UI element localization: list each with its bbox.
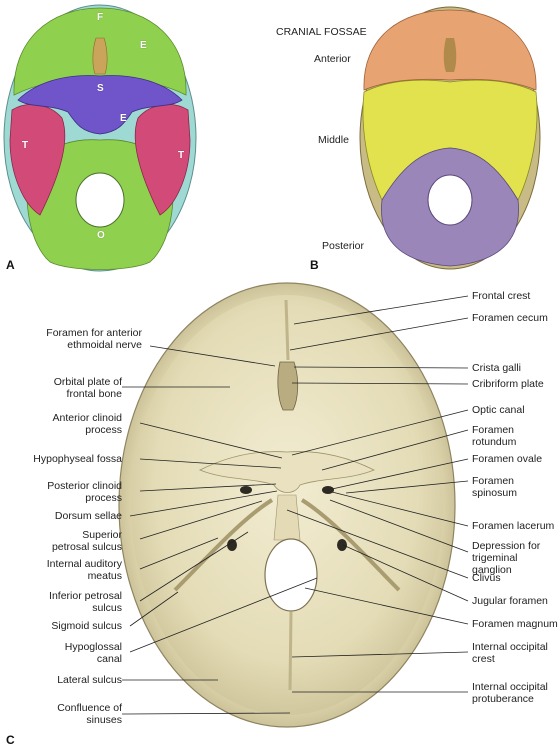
leader-sigmoid-sulcus: [129, 591, 179, 627]
panel-c-right-leaders: [286, 295, 469, 693]
label-inferior-petrosal: Inferior petrosal sulcus: [49, 590, 122, 614]
label-confluence-sinuses: Confluence of sinuses: [57, 702, 122, 726]
label-cribriform-plate: Cribriform plate: [472, 378, 544, 390]
label-orbital-plate: Orbital plate of frontal bone: [53, 376, 122, 400]
label-internal-auditory: Internal auditory meatus: [46, 558, 122, 582]
fossa-posterior-label: Posterior: [322, 240, 365, 252]
label-frontal-crest: Frontal crest: [472, 290, 531, 302]
leader-crista-galli: [293, 366, 469, 369]
bone-letter-temporal-left: T: [22, 140, 29, 151]
leader-inferior-petrosal: [139, 531, 249, 602]
leader-cribriform-plate: [291, 382, 469, 385]
label-foramen-cecum: Foramen cecum: [472, 312, 548, 324]
leader-internal-auditory: [139, 537, 219, 570]
label-optic-canal: Optic canal: [472, 404, 525, 416]
label-anterior-clinoid: Anterior clinoid process: [52, 412, 122, 436]
panel-c-skull-photo: [118, 282, 456, 728]
label-dorsum-sellae: Dorsum sellae: [54, 510, 122, 522]
label-hypoglossal-canal: Hypoglossal canal: [64, 641, 122, 665]
bone-letter-sphenoid: S: [97, 83, 104, 94]
fossae-title: CRANIAL FOSSAE: [276, 26, 367, 38]
label-foramen-spinosum: Foramen spinosum: [472, 475, 517, 499]
panel-c-petrous-right: [300, 498, 401, 592]
panel-a-ethmoid-bone: [92, 37, 108, 75]
panel-b-foramen-magnum: [427, 174, 473, 226]
bone-letter-frontal: F: [97, 12, 104, 23]
leader-foramen-anterior-ethmoidal: [149, 345, 276, 367]
label-internal-occipital-protuberance: Internal occipital protuberance: [472, 681, 548, 705]
label-internal-occipital-crest: Internal occipital crest: [472, 641, 548, 665]
label-crista-galli: Crista galli: [472, 362, 522, 374]
panel-c-sella-region: [199, 451, 375, 493]
leader-foramen-rotundum: [321, 429, 469, 471]
leader-anterior-clinoid: [139, 422, 283, 459]
leader-foramen-lacerum: [331, 491, 469, 527]
panel-b-cranial-fossae: [359, 6, 541, 270]
label-trigeminal-depression: Depression for trigeminal ganglion: [472, 540, 541, 576]
leader-superior-petrosal: [139, 500, 263, 540]
panel-b-crista: [443, 38, 457, 72]
panel-c-petrous-left: [173, 498, 274, 592]
panel-a-foramen-magnum: [75, 172, 125, 228]
bone-letter-occipital: O: [97, 230, 105, 241]
label-foramen-ovale: Foramen ovale: [472, 453, 543, 465]
panel-c-jugular-right: [337, 539, 347, 551]
label-sigmoid-sulcus: Sigmoid sulcus: [51, 620, 122, 632]
panel-c-foramen-ovale-left: [240, 486, 252, 494]
panel-c-foramen-ovale-right: [322, 486, 334, 494]
leader-optic-canal: [291, 409, 469, 456]
leader-dorsum-sellae: [129, 490, 278, 517]
panel-c-left-leaders: [121, 345, 318, 715]
bone-letter-ethmoid-left: E: [140, 40, 147, 51]
label-clivus: Clivus: [472, 572, 501, 584]
leader-hypophyseal-fossa: [139, 458, 282, 469]
label-foramen-anterior-ethmoidal: Foramen for anterior ethmoidal nerve: [46, 327, 142, 351]
panel-letter-b: B: [310, 258, 319, 272]
label-foramen-magnum: Foramen magnum: [472, 618, 558, 630]
panel-a-sphenoid-bone: [17, 75, 183, 135]
panel-letter-a: A: [6, 258, 15, 272]
leader-hypoglossal-canal: [129, 577, 318, 653]
panel-c-frontal-crest: [284, 299, 290, 361]
fossa-anterior-label: Anterior: [314, 53, 351, 65]
leader-foramen-magnum: [304, 587, 469, 625]
panel-a-skull-base: [3, 4, 197, 272]
leader-internal-occipital-crest: [291, 651, 469, 658]
panel-c-jugular-left: [227, 539, 237, 551]
label-lateral-sulcus: Lateral sulcus: [57, 674, 122, 686]
leader-posterior-clinoid: [139, 483, 277, 492]
label-foramen-lacerum: Foramen lacerum: [472, 520, 555, 532]
label-superior-petrosal: Superior petrosal sulcus: [51, 529, 122, 553]
leader-frontal-crest: [293, 295, 469, 325]
fossa-middle-label: Middle: [318, 134, 349, 146]
bone-letter-ethmoid-center: E: [120, 113, 127, 124]
panel-c-clivus: [273, 494, 301, 541]
panel-c-occipital-crest: [288, 611, 293, 691]
label-jugular-foramen: Jugular foramen: [472, 595, 548, 607]
label-posterior-clinoid: Posterior clinoid process: [47, 480, 122, 504]
label-foramen-rotundum: Foramen rotundum: [472, 424, 517, 448]
leader-trigeminal-depression: [329, 499, 469, 553]
leader-foramen-ovale: [331, 458, 469, 490]
leader-clivus: [286, 509, 469, 579]
leader-jugular-foramen: [342, 544, 469, 602]
panel-letter-c: C: [6, 733, 15, 747]
leader-confluence-sinuses: [121, 712, 291, 715]
label-hypophyseal-fossa: Hypophyseal fossa: [33, 453, 122, 465]
leader-foramen-spinosum: [345, 480, 469, 494]
panel-c-cribriform-plate: [277, 361, 299, 411]
bone-letter-temporal-right: T: [178, 150, 185, 161]
panel-c-foramen-magnum: [264, 538, 318, 612]
leader-foramen-cecum: [289, 317, 469, 351]
